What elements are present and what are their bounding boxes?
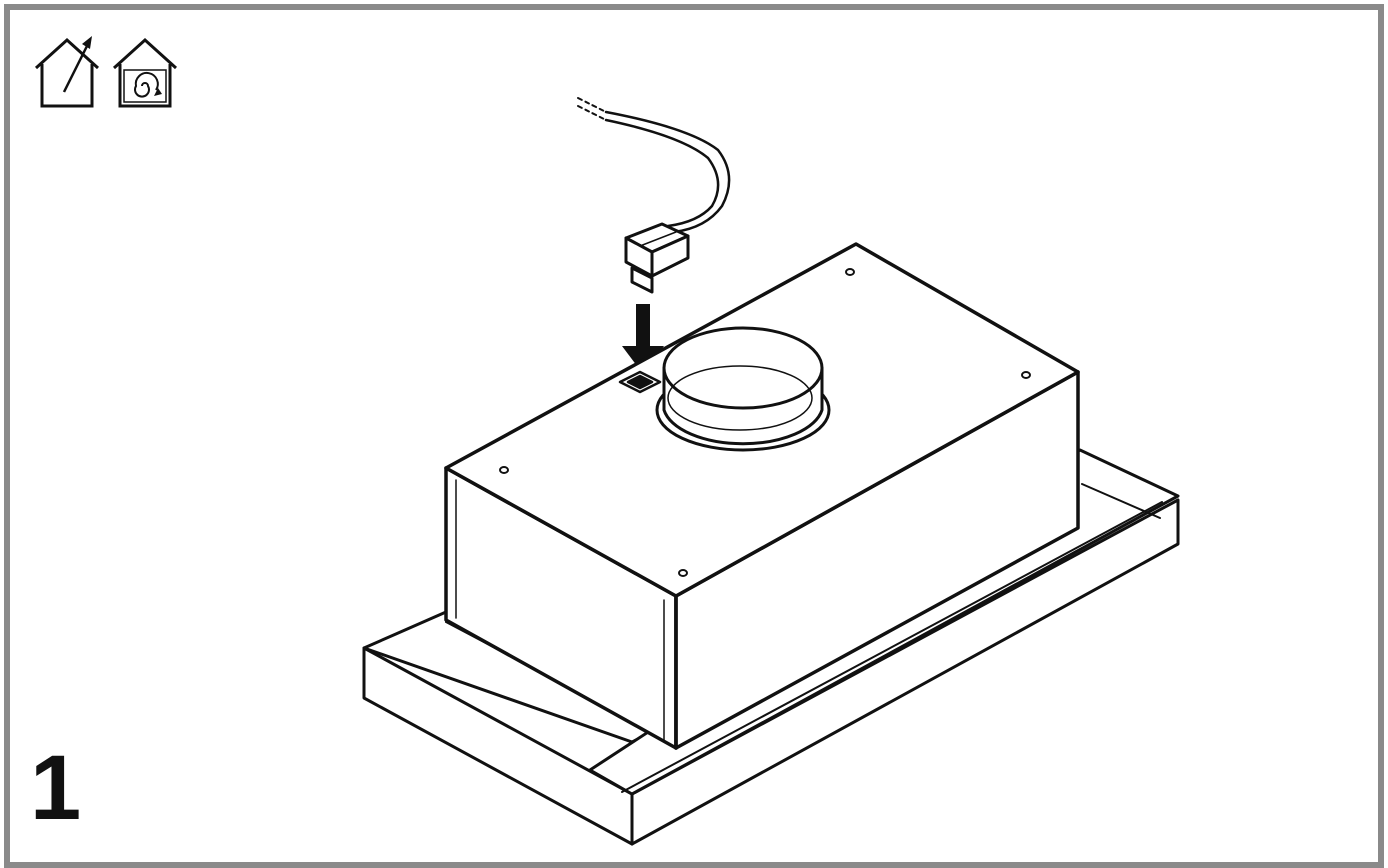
power-socket [618,370,662,394]
duct-collar [655,326,831,452]
screw-holes [499,268,1031,577]
recirculation-mode-icon [112,37,178,108]
extraction-mode-icon [34,36,100,108]
step-number: 1 [30,737,82,839]
power-plug [624,222,690,294]
power-cable [577,97,731,234]
hood-body [444,242,1080,750]
